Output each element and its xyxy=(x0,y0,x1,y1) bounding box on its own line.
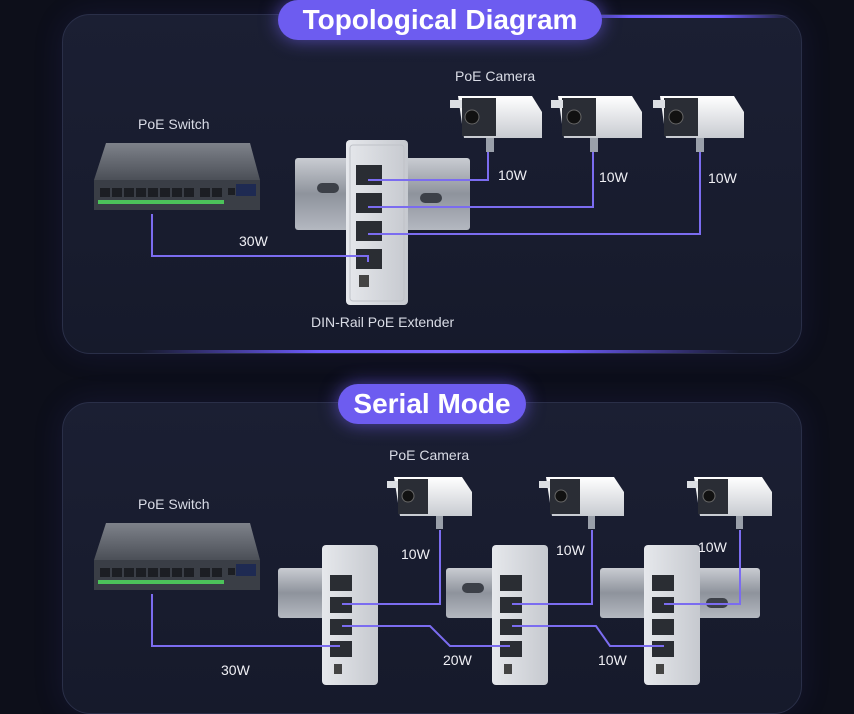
poe-camera-1a xyxy=(450,96,542,152)
chain-power-label-2a: 20W xyxy=(443,652,472,668)
serial-title-glow xyxy=(560,15,790,18)
camera-power-label-2c: 10W xyxy=(698,539,727,555)
serial-title: Serial Mode xyxy=(338,384,526,424)
poe-camera-2c xyxy=(687,477,772,529)
poe-switch-label-2: PoE Switch xyxy=(138,496,210,512)
poe-camera-label-1: PoE Camera xyxy=(455,68,536,84)
extender-label: DIN-Rail PoE Extender xyxy=(311,314,455,330)
camera-power-label-1a: 10W xyxy=(498,167,527,183)
din-rail-extender-2b xyxy=(492,545,548,685)
poe-camera-label-2: PoE Camera xyxy=(389,447,470,463)
poe-camera-1b xyxy=(551,96,642,152)
din-rail-extender-1 xyxy=(346,140,408,305)
topology-panel-glow xyxy=(140,350,740,353)
cables-2 xyxy=(151,530,741,647)
poe-switch-1 xyxy=(94,143,260,210)
camera-power-label-1c: 10W xyxy=(708,170,737,186)
input-power-label-2: 30W xyxy=(221,662,250,678)
poe-camera-1c xyxy=(653,96,744,152)
poe-camera-2b xyxy=(539,477,624,529)
din-rail-extender-2c xyxy=(644,545,700,685)
topology-title: Topological Diagram xyxy=(278,0,602,40)
input-power-label-1: 30W xyxy=(239,233,268,249)
camera-power-label-1b: 10W xyxy=(599,169,628,185)
cables-1 xyxy=(151,152,701,262)
poe-switch-label-1: PoE Switch xyxy=(138,116,210,132)
din-rail-extender-2a xyxy=(322,545,378,685)
camera-power-label-2b: 10W xyxy=(556,542,585,558)
camera-power-label-2a: 10W xyxy=(401,546,430,562)
poe-switch-2 xyxy=(94,523,260,590)
poe-camera-2a xyxy=(387,477,472,529)
chain-power-label-2b: 10W xyxy=(598,652,627,668)
